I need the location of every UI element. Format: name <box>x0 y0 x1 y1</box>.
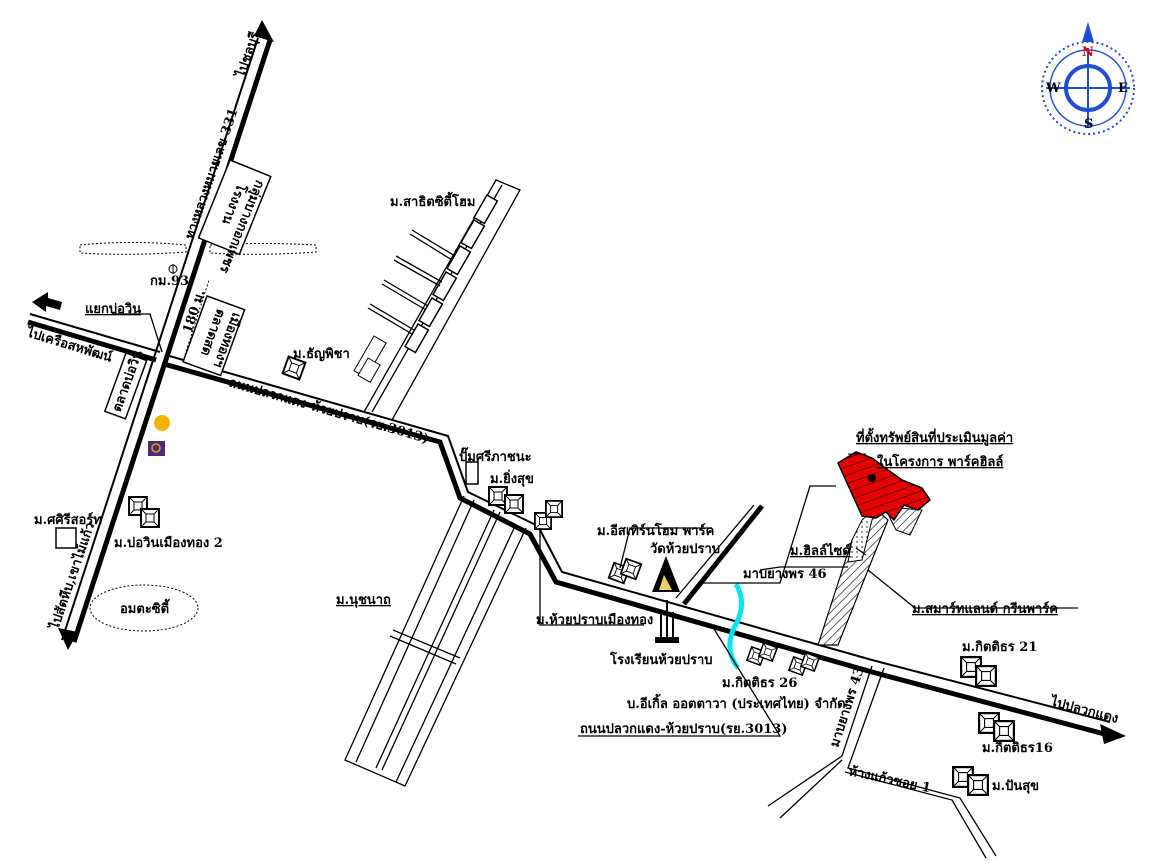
north-needle-icon <box>1082 22 1094 42</box>
bowin-muangthong2-label: ม.บ่อวินเมืองทอง 2 <box>114 535 223 551</box>
property-title: ที่ตั้งทรัพย์สินที่ประเมินมูลค่า <box>856 427 1013 446</box>
road-3013-label-top: ถนนปลวกแดง-ห้วยปราบ(รย.3013) <box>227 374 431 447</box>
scb-bank-icon <box>148 441 165 456</box>
mabyang46-label: มาบยางพร 46 <box>743 567 827 582</box>
distance-marker <box>184 279 210 356</box>
branch-road <box>675 504 764 606</box>
house-icon <box>504 494 524 514</box>
eagle-ottawa-label: บ.อีเกิ้ล ออตตาวา (ประเทศไทย) จำกัด <box>627 693 846 712</box>
school-icon <box>655 600 679 643</box>
kittithorn21-label: ม.กิตติธร 21 <box>962 640 1037 655</box>
house-icon <box>975 665 997 687</box>
property-project: ในโครงการ พาร์คฮิลล์ <box>877 453 1003 470</box>
house-icons <box>55 355 1015 796</box>
eastern-home-label: ม.อีสเทิร์นโฮม พาร์ค <box>597 522 714 539</box>
highway-331 <box>58 20 274 650</box>
wat-huaiprab-label: วัดห้วยปราบ <box>650 541 720 557</box>
sirisort-label: ม.ศศิรีสอร์ท <box>34 512 102 528</box>
west-arrow <box>32 292 62 312</box>
east-arrow-head <box>1100 724 1126 744</box>
compass-e: E <box>1118 81 1128 96</box>
gas-pump-icon <box>465 461 479 485</box>
compass-n: N <box>1082 45 1094 60</box>
km-marker-icon <box>168 264 178 274</box>
house-icon <box>993 720 1015 742</box>
nuchanat-grid <box>344 495 527 787</box>
south-arrow-head <box>58 628 78 650</box>
pansuk-label: ม.ปันสุข <box>992 779 1039 794</box>
compass-rose: N E S W <box>1041 22 1135 135</box>
kittithorn26-label: ม.กิตติธร 26 <box>722 676 797 691</box>
leader-lines <box>112 313 1078 737</box>
temple-icon <box>652 556 680 592</box>
sathit-city-home-label: ม.สาธิตซิตี้โฮม <box>390 191 475 210</box>
road-west <box>27 292 161 363</box>
canal <box>79 242 317 255</box>
resort-icon <box>55 527 77 549</box>
property-area <box>817 451 931 646</box>
sathit-city-home-estate <box>353 179 521 421</box>
appraised-property-marker <box>837 451 931 522</box>
hangkaew-soi1-label: ห้างแก้วซอย 1 <box>847 763 932 796</box>
house-icon <box>140 508 160 528</box>
bowin-junction-label: แยกบ่อวิน <box>85 302 141 317</box>
compass-s: S <box>1084 117 1093 132</box>
km93-label: กม.93 <box>150 274 189 289</box>
hillside-area <box>847 506 876 563</box>
yingsuk-label: ม.ยิ่งสุข <box>490 469 534 487</box>
nuchanat-label: ม.นุชนาถ <box>336 593 391 608</box>
south-roads <box>767 665 997 859</box>
market-box: ตลาดสด เมืองทองฯ <box>182 295 246 377</box>
krungsri-bank-icon <box>154 415 170 431</box>
smartland-area <box>817 507 889 646</box>
compass-w: W <box>1045 81 1061 96</box>
road-3013-label-bottom: ถนนปลวกแดง-ห้วยปราบ(รย.3013) <box>580 721 787 737</box>
amata-city-area <box>89 584 199 632</box>
thanyapicha-label: ม.ธัญพิชา <box>293 347 350 362</box>
house-icon <box>545 500 563 518</box>
kittithorn16-label: ม.กิตติธร16 <box>982 741 1053 756</box>
amata-city-label: อมตะซิตี้ <box>120 598 170 617</box>
stream <box>727 582 744 670</box>
huaiprab-muangthong-label: ม.ห้วยปราบเมืองทอง <box>536 612 653 628</box>
hillside-label: ม.ฮิลล์ไซด์ <box>790 542 851 559</box>
pump-label: ปั๊มศรีภาชนะ <box>459 447 532 465</box>
north-arrow-head <box>254 20 274 42</box>
smartland-label: ม.สมาร์ทแลนด์ กรีนพาร์ค <box>912 601 1058 617</box>
property-point <box>868 474 876 482</box>
house-icon <box>967 774 989 796</box>
school-huaiprab-label: โรงเรียนห้วยปราบ <box>609 651 713 668</box>
